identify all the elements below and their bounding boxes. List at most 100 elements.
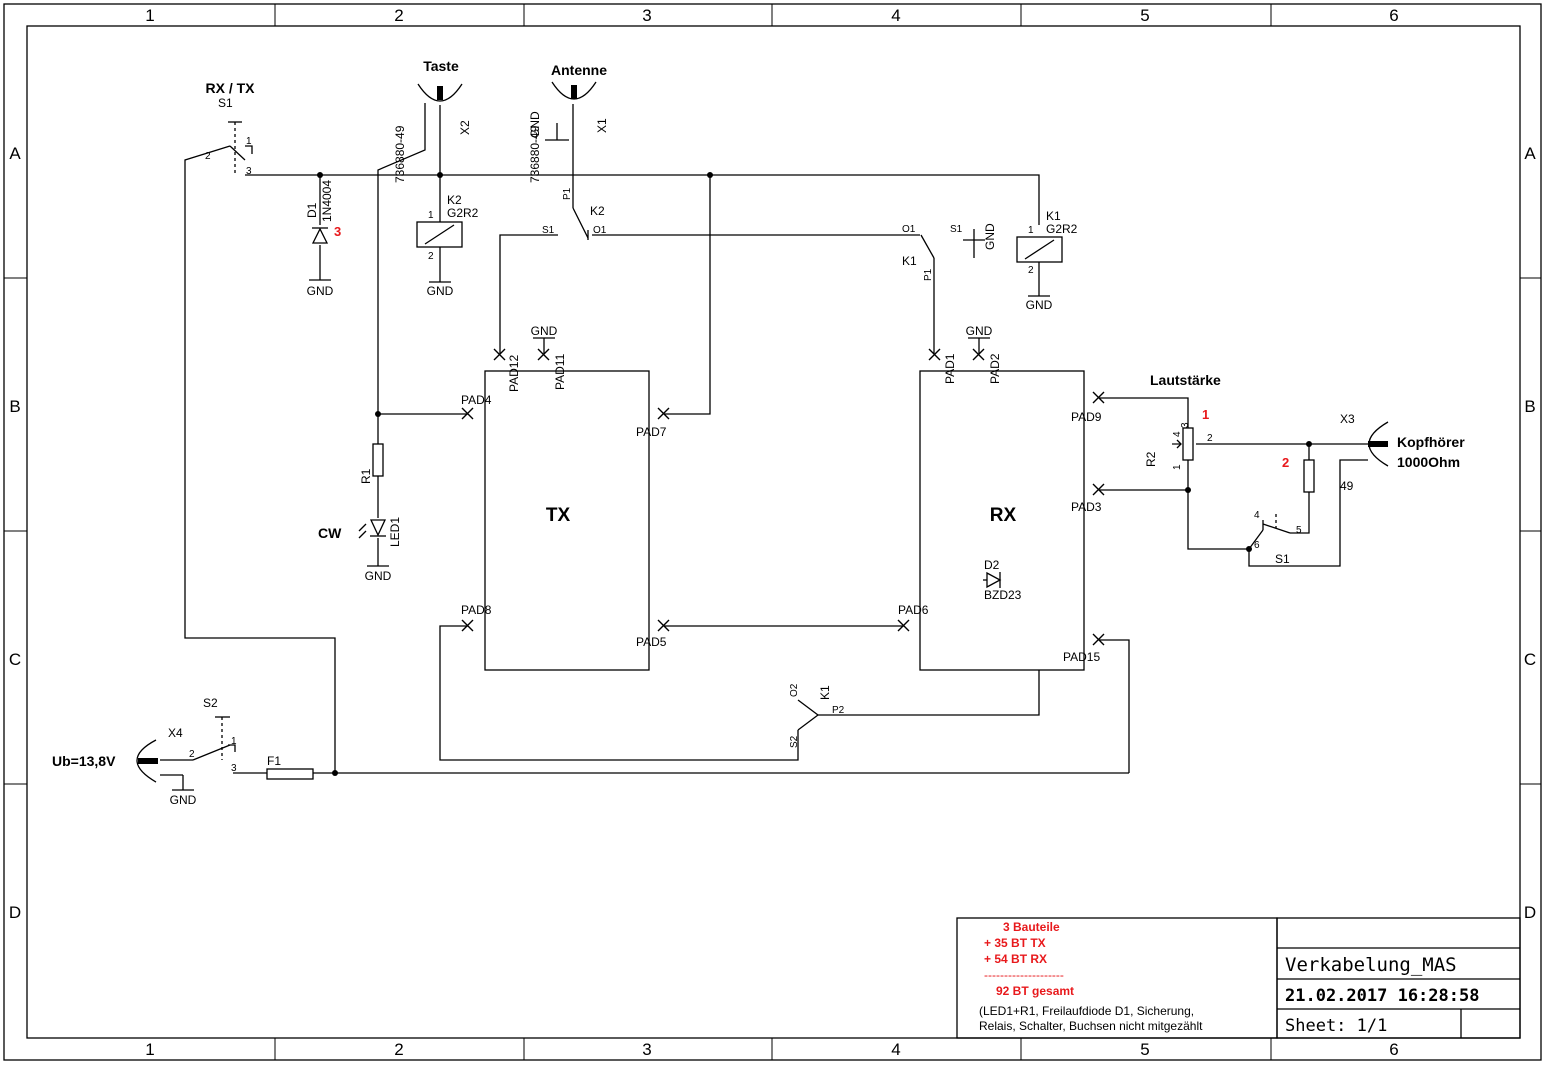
rxtx-switch-s1 (228, 121, 253, 175)
col-label-top: 4 (891, 6, 900, 25)
x1-label: X1 (595, 118, 609, 133)
power-switch-s2 (192, 716, 236, 761)
k1-o1: O1 (902, 224, 916, 235)
row-label-left: C (9, 650, 21, 669)
note-line: + 35 BT TX (984, 936, 1046, 950)
r2-pin3: 3 (1180, 422, 1191, 428)
drawing-name: Verkabelung_MAS (1285, 954, 1457, 976)
s1-pin3: 3 (246, 166, 252, 177)
taste-connector (417, 83, 463, 102)
s2-pin2: 2 (189, 749, 195, 760)
k2-coil-label: K2 (447, 193, 462, 207)
d2-label: D2 (984, 558, 1000, 572)
k1-coil-pin1: 1 (1028, 225, 1034, 236)
k1-coil-pin2: 2 (1028, 265, 1034, 276)
k2-s1: S1 (542, 225, 555, 236)
k1-lower-label: K1 (818, 685, 832, 700)
col-label-top: 3 (642, 6, 651, 25)
relay-contact-k2 (572, 207, 589, 240)
pad7-label: PAD7 (636, 425, 667, 439)
lautstaerke-title: Lautstärke (1150, 372, 1221, 388)
relay-contact-k1-lower (797, 699, 819, 731)
x3-pin: 49 (1340, 479, 1354, 493)
note-line: 92 BT gesamt (996, 984, 1074, 998)
s1-label: S1 (218, 96, 233, 110)
pad6-label: PAD6 (898, 603, 929, 617)
r2-pin4: 4 (1172, 431, 1183, 437)
k1-s1: S1 (950, 224, 963, 235)
s1b-label: S1 (1275, 552, 1290, 566)
note-line: Relais, Schalter, Buchsen nicht mitgezäh… (979, 1019, 1203, 1033)
s2-label: S2 (203, 696, 218, 710)
r1-label: R1 (359, 468, 373, 484)
gnd-label: GND (966, 324, 993, 338)
supply-voltage-label: Ub=13,8V (52, 753, 116, 769)
col-label-bottom: 4 (891, 1040, 900, 1059)
r2-pin1: 1 (1172, 464, 1183, 470)
k1-contact-label: K1 (902, 254, 917, 268)
row-label-right: A (1524, 144, 1536, 163)
x1-gnd: GND (528, 111, 542, 138)
relay-coil-k1 (1016, 236, 1063, 263)
row-label-left: B (9, 397, 20, 416)
led-led1 (358, 519, 387, 539)
k1-coil-label: K1 (1046, 209, 1061, 223)
cw-label: CW (318, 525, 342, 541)
col-label-bottom: 3 (642, 1040, 651, 1059)
col-label-bottom: 5 (1140, 1040, 1149, 1059)
led1-label: LED1 (388, 517, 402, 547)
k2-p1: P1 (562, 187, 573, 200)
rx-module (919, 370, 1085, 671)
k2-coil-pin2: 2 (428, 251, 434, 262)
title-block (1276, 917, 1521, 1039)
col-label-top: 1 (145, 6, 154, 25)
antenne-title: Antenne (551, 62, 607, 78)
x2-label: X2 (458, 120, 472, 135)
pad4-label: PAD4 (461, 393, 492, 407)
x3-label: X3 (1340, 412, 1355, 426)
marker-2: 2 (1282, 455, 1289, 470)
s1-pin1: 1 (246, 136, 252, 147)
col-label-top: 6 (1389, 6, 1398, 25)
k1-o2: O2 (789, 683, 800, 697)
tx-label: TX (546, 505, 571, 526)
s1b-pin4: 4 (1254, 510, 1260, 521)
s1-pin2: 2 (205, 151, 211, 162)
diode-d2 (983, 571, 1002, 589)
note-line: 3 Bauteile (1003, 920, 1060, 934)
s1b-pin5: 5 (1296, 525, 1302, 536)
drawing-frame: 1 2 3 4 5 6 1 2 3 4 5 6 A B C D A B C D (3, 3, 1542, 1061)
taste-title: Taste (423, 58, 459, 74)
resistor-2 (1303, 459, 1315, 493)
relay-contact-k1 (920, 234, 935, 259)
relay-coil-k2 (416, 221, 463, 248)
row-label-left: A (9, 144, 21, 163)
k1-p1: P1 (923, 268, 934, 281)
impedance-label: 1000Ohm (1397, 454, 1460, 470)
s2-pin1: 1 (231, 736, 237, 747)
rxtx-title: RX / TX (205, 80, 255, 96)
col-label-top: 2 (394, 6, 403, 25)
note-line: -------------------- (984, 968, 1064, 982)
f1-label: F1 (267, 754, 281, 768)
r2-label: R2 (1144, 451, 1158, 467)
col-label-bottom: 2 (394, 1040, 403, 1059)
s1b-pin6: 6 (1254, 540, 1260, 551)
x1-part: 736880-49 (528, 125, 542, 183)
x4-label: X4 (168, 726, 183, 740)
gnd-label: GND (427, 284, 454, 298)
col-label-top: 5 (1140, 6, 1149, 25)
gnd-label: GND (1026, 298, 1053, 312)
col-label-bottom: 6 (1389, 1040, 1398, 1059)
pad2-label: PAD2 (988, 353, 1002, 384)
d1-type: 1N4004 (320, 180, 334, 222)
ground-symbols (172, 123, 1050, 791)
gnd-label: GND (170, 793, 197, 807)
k2-coil-type: G2R2 (447, 206, 479, 220)
pad12-label: PAD12 (507, 355, 521, 392)
gnd-label: GND (365, 569, 392, 583)
pad15-label: PAD15 (1063, 650, 1100, 664)
tx-module (484, 370, 650, 671)
pad3-label: PAD3 (1071, 500, 1102, 514)
